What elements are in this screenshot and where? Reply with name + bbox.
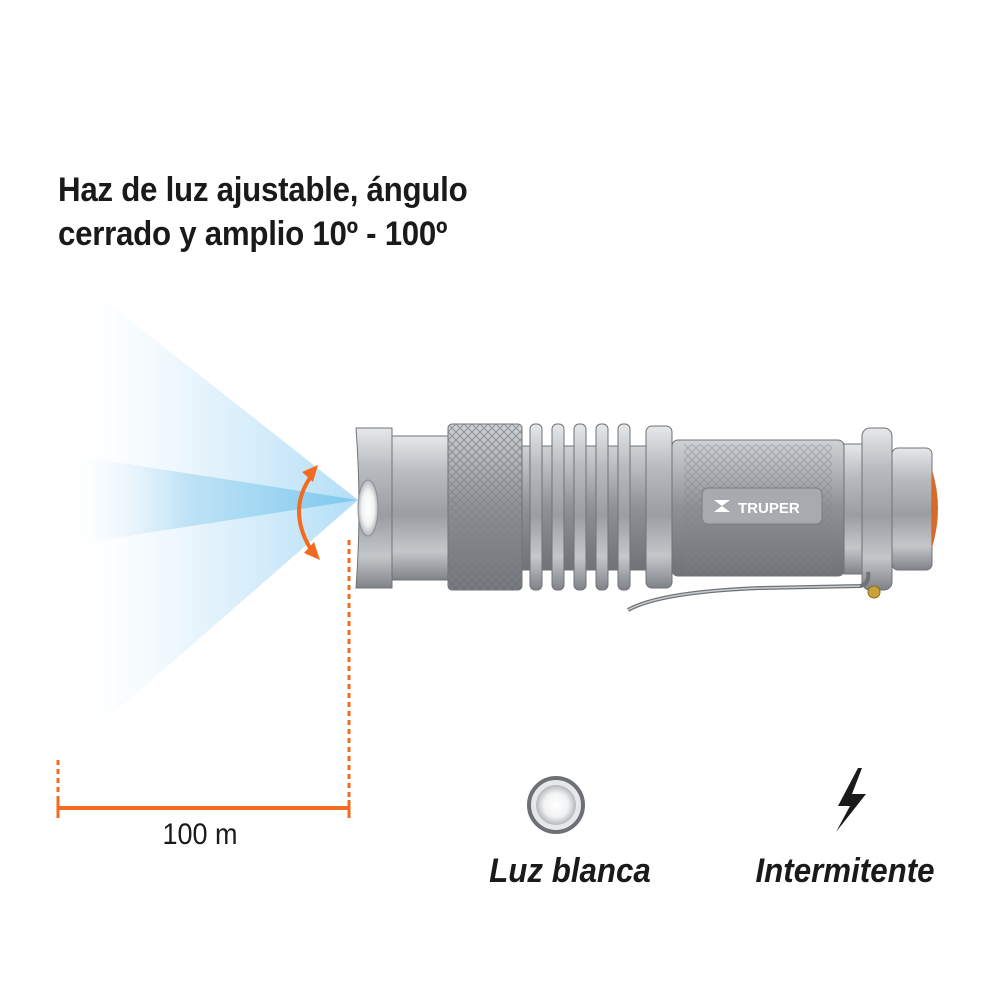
white-light-icon [527,776,585,834]
headline: Haz de luz ajustable, ángulo cerrado y a… [58,168,573,256]
light-beam [60,265,358,760]
beam-angle-arrow [297,465,320,560]
distance-label: 100 m [162,818,238,851]
distance-dimension [56,540,351,818]
headline-line-2: cerrado y amplio 10º - 100º [58,215,448,253]
brand-logo: TRUPER [714,500,800,517]
feature-strobe-label: Intermitente [755,852,935,890]
lightning-icon [836,768,866,832]
feature-white-light-label: Luz blanca [489,852,651,890]
flashlight [355,423,938,612]
brand-logo-text: TRUPER [738,500,800,517]
headline-line-1: Haz de luz ajustable, ángulo [58,171,468,209]
